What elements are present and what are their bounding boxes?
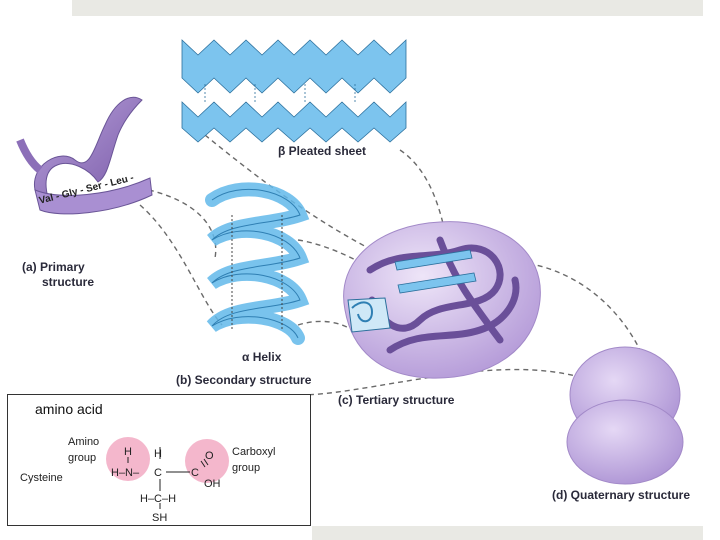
alpha-helix-label: α Helix	[242, 350, 282, 364]
quaternary-structure	[566, 346, 684, 485]
primary-structure-label-line2: structure	[42, 275, 95, 289]
amino-group-label-2: group	[68, 452, 96, 464]
atom-side-chain: H–C–H	[140, 493, 176, 505]
quaternary-structure-label: (d) Quaternary structure	[552, 488, 691, 502]
amino-group-label-1: Amino	[68, 436, 99, 448]
atom-n: H–N–	[111, 467, 140, 479]
cysteine-label: Cysteine	[20, 472, 63, 484]
primary-ribbon	[16, 96, 153, 215]
atom-o: O	[205, 450, 214, 462]
beta-sheet	[181, 39, 407, 143]
atom-h-top: H	[124, 446, 132, 458]
beta-sheet-label: β Pleated sheet	[278, 144, 367, 158]
amino-acid-inset: amino acid Amino group H H–N– C H O OH C…	[7, 394, 311, 526]
tertiary-structure	[343, 221, 541, 379]
secondary-structure-label: (b) Secondary structure	[176, 373, 312, 387]
inset-title: amino acid	[35, 401, 103, 417]
atom-h-ca: H	[154, 448, 162, 460]
carboxyl-label-1: Carboxyl	[232, 446, 275, 458]
primary-structure-label-line1: (a) Primary	[22, 260, 85, 274]
alpha-helix	[205, 182, 310, 345]
atom-c-carboxyl: C	[191, 467, 199, 479]
carboxyl-label-2: group	[232, 462, 260, 474]
atom-sh: SH	[152, 512, 167, 524]
tertiary-structure-label: (c) Tertiary structure	[338, 393, 455, 407]
atom-c-alpha: C	[154, 467, 162, 479]
primary-structure-label: (a) Primary structure	[22, 260, 94, 290]
carboxyl-group-highlight	[185, 439, 229, 483]
atom-oh: OH	[204, 478, 221, 490]
cysteine-structure: Amino group H H–N– C H O OH C Carboxyl g…	[20, 436, 275, 524]
slide-bottom-band	[312, 526, 703, 540]
slide-top-band	[72, 0, 703, 16]
